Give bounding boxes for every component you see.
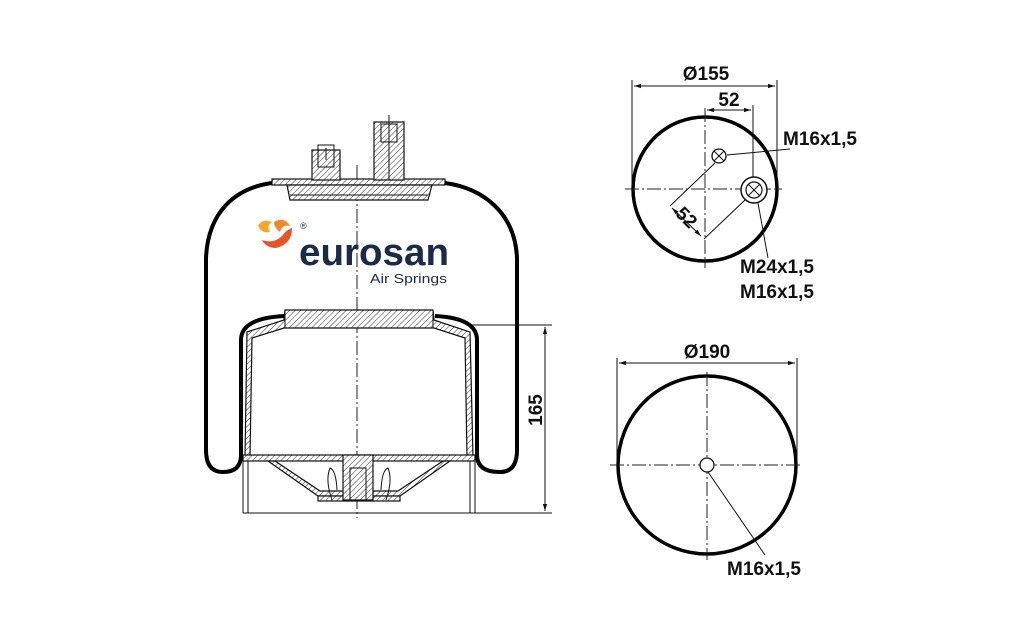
top-plate bbox=[271, 178, 446, 201]
height-label: 165 bbox=[526, 394, 547, 426]
diameter-190-label: Ø190 bbox=[684, 342, 730, 363]
registered-mark: ® bbox=[300, 221, 307, 231]
swirl-logo-icon bbox=[258, 219, 292, 248]
diagonal-52-label: 52 bbox=[671, 203, 701, 233]
bellows bbox=[204, 181, 519, 475]
side-view-air-spring: 165 bbox=[204, 115, 552, 518]
brand-name: eurosan bbox=[299, 232, 449, 274]
eurosan-logo: ® eurosan Air Springs bbox=[258, 219, 449, 286]
offset-52-label: 52 bbox=[718, 90, 739, 111]
center-hole-label: M16x1,5 bbox=[727, 559, 801, 580]
piston bbox=[242, 309, 476, 513]
hole-2-label-m24: M24x1,5 bbox=[740, 257, 814, 278]
center-hole-icon bbox=[699, 457, 715, 473]
brand-tagline: Air Springs bbox=[370, 271, 448, 286]
air-inlet-fitting bbox=[373, 115, 405, 181]
small-fitting bbox=[311, 144, 341, 181]
hole-2-label-m16: M16x1,5 bbox=[740, 282, 814, 303]
hole-1-label: M16x1,5 bbox=[783, 129, 857, 150]
top-plate-view: Ø155 52 M16x1,5 52 M24x1,5 M16x1,5 bbox=[625, 64, 857, 303]
height-dimension: 165 bbox=[243, 324, 552, 514]
diameter-155-label: Ø155 bbox=[683, 64, 730, 85]
hole-m24-icon bbox=[740, 176, 768, 204]
piston-base-view: Ø190 M16x1,5 bbox=[610, 342, 803, 580]
hole-m16-icon bbox=[711, 148, 727, 164]
